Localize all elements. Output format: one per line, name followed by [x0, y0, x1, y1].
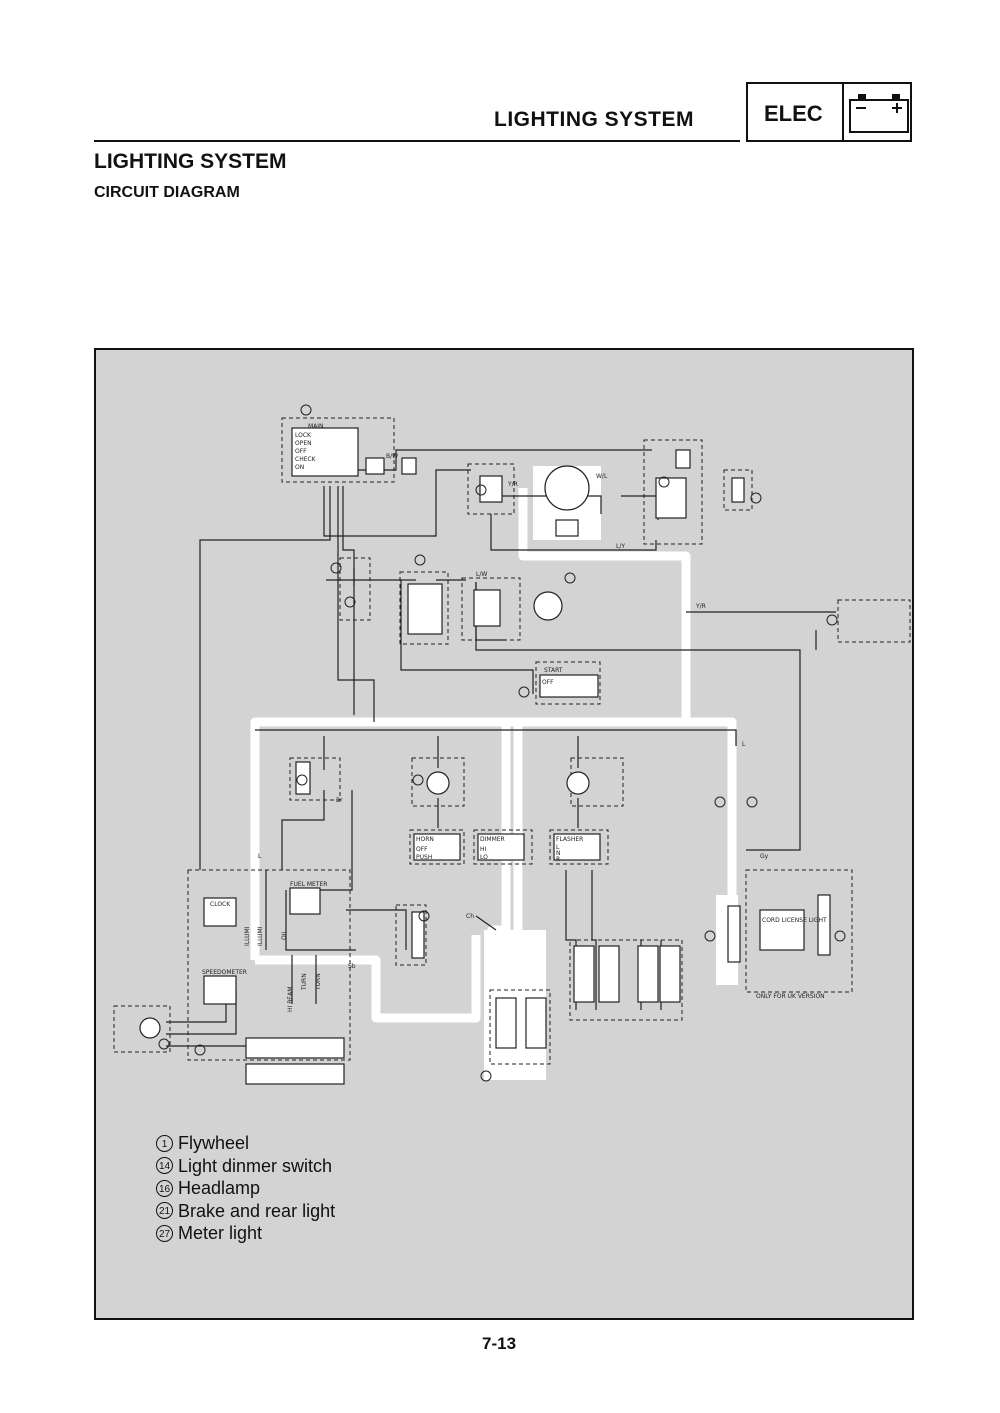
legend-label: Meter light: [178, 1223, 263, 1243]
wire-label-1: W/L: [596, 473, 608, 480]
fuel-meter-label: FUEL METER: [290, 881, 327, 888]
page-number: 7-13: [482, 1334, 517, 1353]
wire-label-11: Gy: [760, 853, 769, 860]
turn-l-label: TURN: [301, 973, 308, 991]
wire-label-0: B/W: [386, 453, 398, 460]
wire-label-5: Y/R: [695, 603, 706, 610]
wire-label-7: Br: [336, 797, 343, 804]
legend-item: 1 Flywheel: [156, 1132, 335, 1155]
legend-number: 16: [156, 1179, 173, 1197]
elec-badge-label: ELEC: [764, 101, 823, 126]
start-switch-title: START: [544, 667, 563, 674]
horn-switch-title: HORN: [416, 836, 434, 843]
main-switch-title: MAIN: [308, 423, 324, 430]
battery-icon: [848, 92, 910, 139]
flasher-switch-l: L: [556, 844, 560, 851]
elec-badge-divider: [842, 84, 844, 142]
illumi-label-1: ILLUMI: [244, 926, 251, 946]
wire-label-6: L: [742, 741, 746, 748]
wiring-schematic: MAIN LOCK OPEN OFF CHECK ON START OFF HO…: [113, 404, 911, 1085]
hi-beam-label: HI BEAM: [287, 987, 294, 1012]
wire-label-2: Y/R: [507, 481, 518, 488]
legend-number: 1: [156, 1134, 173, 1152]
horn-switch-push: PUSH: [416, 854, 432, 861]
flasher-switch-title: FLASHER: [556, 836, 583, 843]
start-switch-off: OFF: [542, 679, 554, 686]
main-switch-row-on: ON: [295, 464, 304, 471]
main-switch-row-open: OPEN: [295, 440, 312, 447]
component-outlines: [113, 417, 911, 1065]
legend-label: Flywheel: [178, 1133, 250, 1153]
legend-item: 21 Brake and rear light: [156, 1200, 335, 1223]
callout-markers: [158, 404, 846, 1082]
main-switch-row-off: OFF: [295, 448, 307, 455]
main-switch-row-lock: LOCK: [295, 432, 312, 439]
header-section-title: LIGHTING SYSTEM: [494, 108, 695, 131]
turn-r-label: TURN: [315, 973, 322, 991]
uk-version-note: ONLY FOR UK VERSION: [756, 993, 825, 1000]
main-switch-row-check: CHECK: [295, 456, 317, 463]
legend-number: 14: [156, 1157, 173, 1175]
horn-switch-off: OFF: [416, 846, 428, 853]
dimmer-switch-title: DIMMER: [480, 836, 505, 843]
wire-label-8: Ch: [466, 913, 474, 920]
wire-label-3: L/W: [476, 571, 487, 578]
dimmer-switch-hi: HI: [480, 846, 487, 853]
component-bodies: [139, 427, 831, 1085]
wire-label-9: Sb: [348, 963, 356, 970]
legend-item: 27 Meter light: [156, 1222, 335, 1245]
flasher-switch-n: N: [556, 850, 561, 857]
elec-badge: ELEC: [746, 82, 912, 142]
flasher-switch-r: R: [556, 856, 560, 863]
header-rule: [94, 140, 740, 142]
circuit-diagram: MAIN LOCK OPEN OFF CHECK ON START OFF HO…: [94, 348, 914, 1320]
legend-number: 27: [156, 1224, 173, 1242]
dimmer-switch-lo: LO: [480, 854, 488, 861]
wire-label-4: L/Y: [616, 543, 625, 550]
diagram-labels: MAIN LOCK OPEN OFF CHECK ON START OFF HO…: [202, 423, 827, 1012]
clock-label: CLOCK: [210, 901, 231, 908]
legend-label: Headlamp: [178, 1178, 261, 1198]
speedometer-label: SPEEDOMETER: [202, 969, 247, 976]
legend-item: 16 Headlamp: [156, 1177, 335, 1200]
legend-label: Brake and rear light: [178, 1200, 336, 1221]
legend-label: Light dinmer switch: [178, 1155, 333, 1176]
illumi-label-2: ILLUMI: [257, 926, 264, 946]
page-subtitle: CIRCUIT DIAGRAM: [94, 184, 240, 201]
legend-number: 21: [156, 1202, 173, 1220]
legend-item: 14 Light dinmer switch: [156, 1155, 335, 1178]
legend: 1 Flywheel 14 Light dinmer switch 16 Hea…: [156, 1132, 335, 1245]
oil-label: OIL: [281, 930, 288, 940]
page-title: LIGHTING SYSTEM: [94, 150, 287, 173]
wire-label-10: L: [258, 853, 262, 860]
cord-license-light-label: CORD LICENSE LIGHT: [762, 917, 827, 924]
